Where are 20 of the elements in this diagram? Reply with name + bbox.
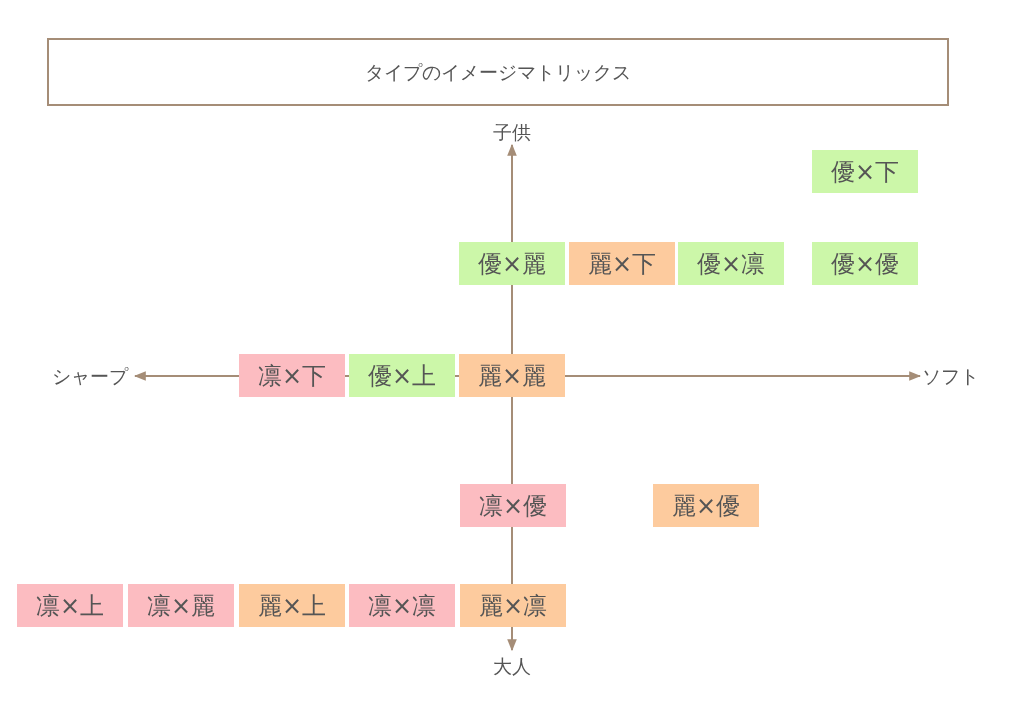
type-box: 優×下: [812, 150, 918, 193]
type-box: 麗×凛: [460, 584, 566, 627]
type-box: 麗×優: [653, 484, 759, 527]
type-box: 凛×優: [460, 484, 566, 527]
type-box: 優×優: [812, 242, 918, 285]
title-box: タイプのイメージマトリックス: [47, 38, 949, 106]
axis-label: 大人: [492, 654, 532, 679]
type-box: 優×麗: [459, 242, 565, 285]
type-box: 凛×下: [239, 354, 345, 397]
type-box: 麗×下: [569, 242, 675, 285]
type-box: 凛×凛: [349, 584, 455, 627]
axis-label: シャープ: [51, 364, 128, 389]
type-box: 麗×上: [239, 584, 345, 627]
type-box: 優×上: [349, 354, 455, 397]
axis-label: ソフト: [922, 364, 980, 389]
type-box: 凛×上: [17, 584, 123, 627]
axis-label: 子供: [492, 120, 532, 145]
type-box: 優×凛: [678, 242, 784, 285]
type-box: 凛×麗: [128, 584, 234, 627]
type-box: 麗×麗: [459, 354, 565, 397]
